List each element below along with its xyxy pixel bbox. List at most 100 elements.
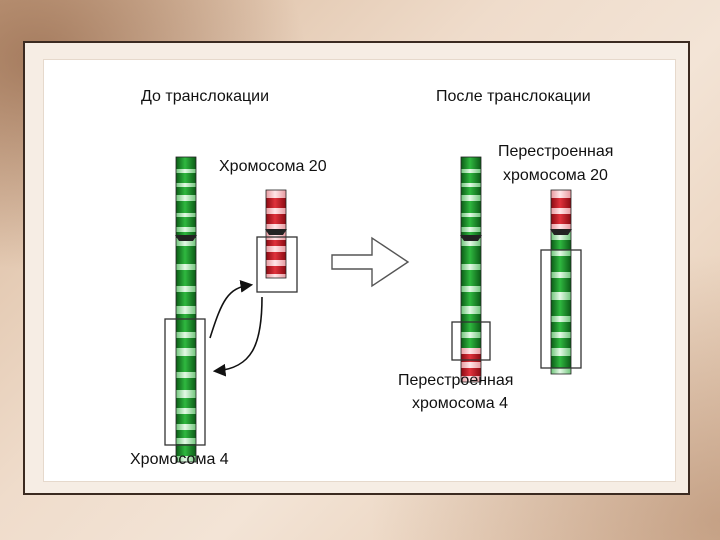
chromosome-band <box>461 286 481 292</box>
chromosome-band <box>461 332 481 338</box>
centromere <box>265 229 287 235</box>
chromosome-band <box>176 424 196 430</box>
chromosome-band <box>461 368 481 376</box>
before-translocation-title: До транслокации <box>141 88 270 105</box>
chromosome-band <box>176 438 196 444</box>
chromosome-band <box>176 173 196 183</box>
chromosome-band <box>551 224 571 232</box>
chromosome-band <box>551 356 571 368</box>
chromosome-band <box>176 338 196 348</box>
chromosome-band <box>176 408 196 414</box>
chromosome-band <box>461 217 481 227</box>
chromosome-band <box>461 169 481 173</box>
chromosome-band <box>551 198 571 208</box>
chromosome-band <box>176 398 196 408</box>
chromosome-band <box>266 252 286 260</box>
chromosome-band <box>551 348 571 356</box>
chromosome-band <box>551 256 571 272</box>
chromosome-band <box>461 213 481 217</box>
chromosome-outline <box>265 189 287 279</box>
chromosome-band <box>551 240 571 250</box>
chromosome-band <box>461 264 481 270</box>
chromosome-band <box>176 227 196 232</box>
chromosome-band <box>551 214 571 224</box>
chromosome-band <box>461 173 481 183</box>
chromosome-band <box>176 217 196 227</box>
chromosome-band <box>266 232 286 240</box>
chromosome-band <box>266 260 286 266</box>
chromosome-band <box>461 306 481 314</box>
chromosome-4 <box>175 156 197 463</box>
chromosome-band <box>551 272 571 278</box>
chromosome-band <box>461 362 481 368</box>
chromosome-band <box>176 238 196 246</box>
chromosome-band <box>461 183 481 187</box>
chromosome-band <box>176 264 196 270</box>
chromosome-band <box>176 414 196 424</box>
chromosome-band <box>176 456 196 462</box>
chromosome-4-label: Хромосома 4 <box>130 451 229 468</box>
chromosome-band <box>551 232 571 240</box>
chromosome-outline <box>175 156 197 463</box>
chromosome-band <box>176 356 196 372</box>
chromosome-band <box>176 390 196 398</box>
chr4-segment-box <box>164 318 206 446</box>
chromosome-band <box>176 332 196 338</box>
chromosome-band <box>266 240 286 246</box>
chromosome-band <box>461 314 481 332</box>
chromosome-band <box>551 278 571 292</box>
chromosome-band <box>266 214 286 224</box>
chromosome-band <box>176 246 196 264</box>
chromosome-band <box>176 169 196 173</box>
centromere <box>460 235 482 241</box>
chromosome-band <box>266 274 286 278</box>
chromosome-band <box>461 157 481 169</box>
chromosome-band <box>176 286 196 292</box>
centromere <box>550 229 572 235</box>
transition-arrow-icon <box>331 236 410 288</box>
chromosome-band <box>176 292 196 306</box>
chromosome-band <box>551 250 571 256</box>
chromosome-band <box>266 190 286 198</box>
rearranged-chr20-segment-box <box>540 249 582 369</box>
chromosome-outline <box>550 189 572 375</box>
rearranged-chromosome-4-label-line2: хромосома 4 <box>412 395 509 412</box>
chromosome-band <box>176 348 196 356</box>
chromosome-band <box>176 306 196 314</box>
chromosome-band <box>266 266 286 274</box>
chromosome-band <box>176 444 196 456</box>
chromosome-20-label: Хромосома 20 <box>219 158 327 175</box>
chromosome-band <box>176 187 196 195</box>
chromosome-band <box>461 292 481 306</box>
chromosome-band <box>461 354 481 362</box>
chromosome-20 <box>265 189 287 279</box>
chromosome-band <box>176 378 196 390</box>
chromosome-band <box>461 201 481 213</box>
chromosome-band <box>176 201 196 213</box>
chromosome-band <box>176 372 196 378</box>
chromosome-band <box>266 198 286 208</box>
rearranged-chromosome-4-label-line1: Перестроенная <box>398 372 514 389</box>
chromosome-band <box>461 238 481 246</box>
chromosome-band <box>551 316 571 322</box>
chromosome-band <box>176 157 196 169</box>
chromosome-band <box>176 270 196 286</box>
chromosome-band <box>551 368 571 374</box>
chromosome-band <box>461 187 481 195</box>
chromosome-band <box>176 213 196 217</box>
chromosome-outline <box>460 156 482 383</box>
chromosome-band <box>551 292 571 300</box>
chromosome-band <box>551 332 571 338</box>
chromosome-band <box>461 270 481 286</box>
chromosome-band <box>176 314 196 332</box>
chromosome-band <box>461 338 481 348</box>
rearranged-chr4-segment-box <box>451 321 491 361</box>
chromosome-band <box>551 300 571 316</box>
rearranged-chromosome-20 <box>550 189 572 375</box>
chromosome-band <box>551 322 571 332</box>
chromosome-band <box>461 246 481 264</box>
chromosome-band <box>461 227 481 232</box>
chromosome-band <box>551 338 571 348</box>
chromosome-band <box>266 246 286 252</box>
